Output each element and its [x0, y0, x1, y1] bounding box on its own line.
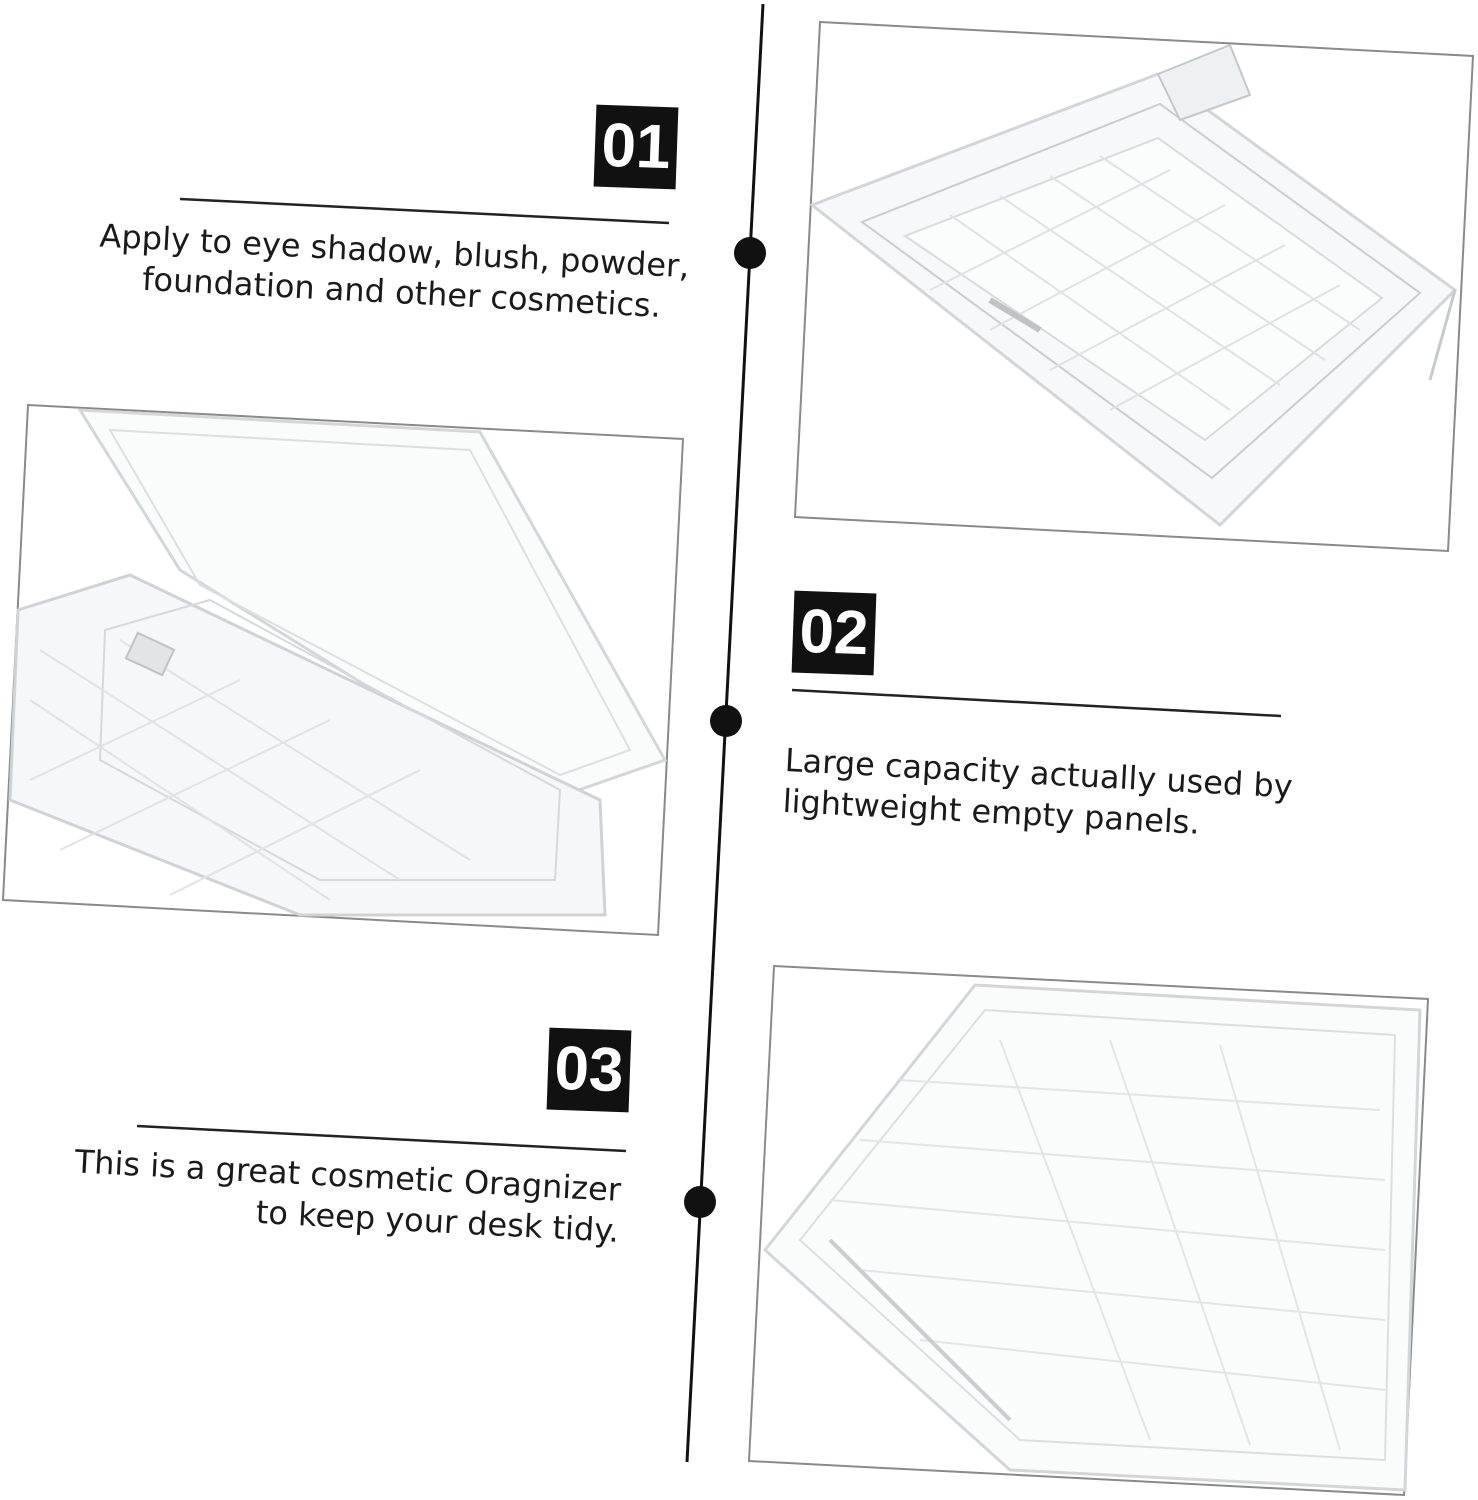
timeline-dot-1 [734, 237, 766, 269]
divider-2 [791, 688, 1282, 718]
divider-3 [136, 1124, 627, 1153]
feature-number-badge-1: 01 [593, 104, 679, 190]
feature-number-badge-3: 03 [546, 1027, 632, 1113]
timeline-dot-3 [684, 1186, 716, 1218]
divider-1 [179, 197, 670, 225]
feature-number-badge-2: 02 [791, 590, 877, 676]
timeline-dot-2 [710, 705, 742, 737]
